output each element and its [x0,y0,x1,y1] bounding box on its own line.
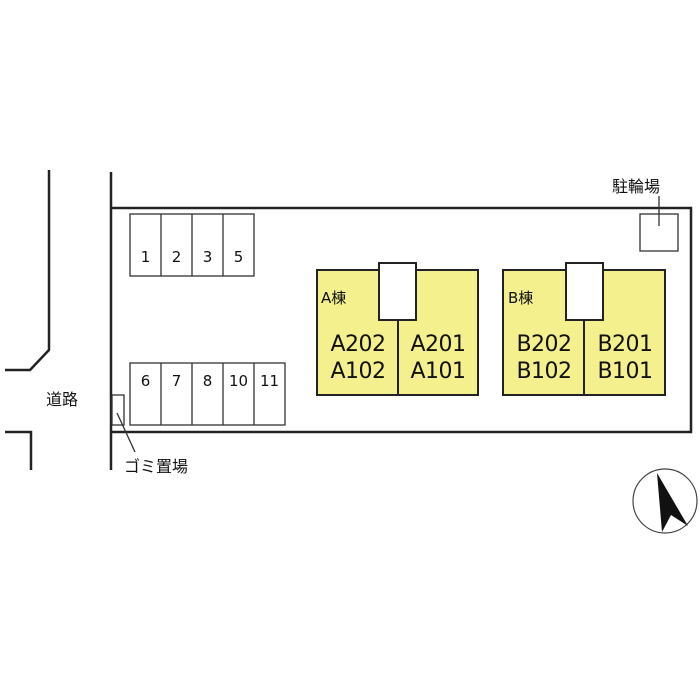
parking-space-number: 8 [202,372,213,390]
road-label: 道路 [46,390,79,409]
lot-boundary [109,172,693,470]
road-edge-lower [5,430,33,470]
parking-space-number: 2 [171,248,182,266]
building-b-entrance [565,262,604,321]
parking-space-number: 3 [202,248,213,266]
building-a-entrance [378,262,417,321]
parking-space-number: 5 [233,248,244,266]
parking-space-number: 1 [140,248,151,266]
parking-row-bottom [129,362,286,426]
parking-space-number: 7 [171,372,182,390]
parking-space-number: 11 [259,372,280,390]
parking-space-number: 6 [140,372,151,390]
garbage-leader [116,412,136,453]
building-b-name: B棟 [508,289,534,307]
road-edge-upper [5,170,51,372]
bicycle-parking-label: 駐輪場 [612,177,661,196]
parking-space-number: 10 [228,372,249,390]
garbage-area [111,394,125,426]
building-a-name: A棟 [321,289,347,307]
garbage-label: ゴミ置場 [124,457,189,476]
north-arrow-icon [632,468,698,534]
